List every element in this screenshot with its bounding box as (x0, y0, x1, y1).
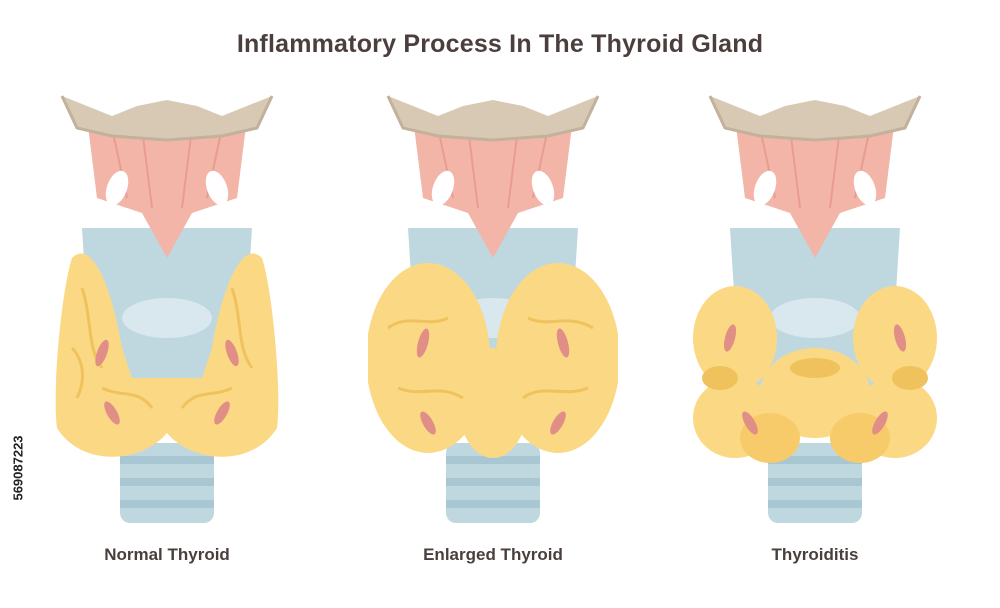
trachea-rings (120, 443, 214, 523)
cartilage (388, 96, 598, 140)
cartilage (710, 96, 920, 140)
stock-image-id: 569087223 (6, 368, 30, 568)
caption-enlarged-thyroid: Enlarged Thyroid (423, 545, 563, 564)
thyroid-gland (55, 253, 279, 457)
trachea-rings (446, 443, 540, 523)
caption-normal-thyroid: Normal Thyroid (104, 545, 230, 564)
larynx (735, 118, 895, 258)
diagram-title: Inflammatory Process In The Thyroid Glan… (236, 30, 764, 58)
caption-thyroiditis: Thyroiditis (771, 545, 859, 564)
cartilage (62, 96, 272, 140)
thyroid-gland (693, 286, 937, 463)
thyroid-gland (368, 263, 618, 458)
thyroiditis-drawing (693, 95, 937, 523)
thyroiditis-illustration (690, 88, 940, 538)
stock-image-id-text: 569087223 (10, 435, 26, 501)
trachea-rings (768, 443, 862, 523)
larynx (413, 118, 573, 258)
enlarged-thyroid-illustration (368, 88, 618, 538)
enlarged-thyroid-drawing (368, 95, 618, 523)
larynx (87, 118, 247, 258)
normal-thyroid-illustration (42, 88, 292, 538)
normal-thyroid-drawing (55, 95, 279, 523)
